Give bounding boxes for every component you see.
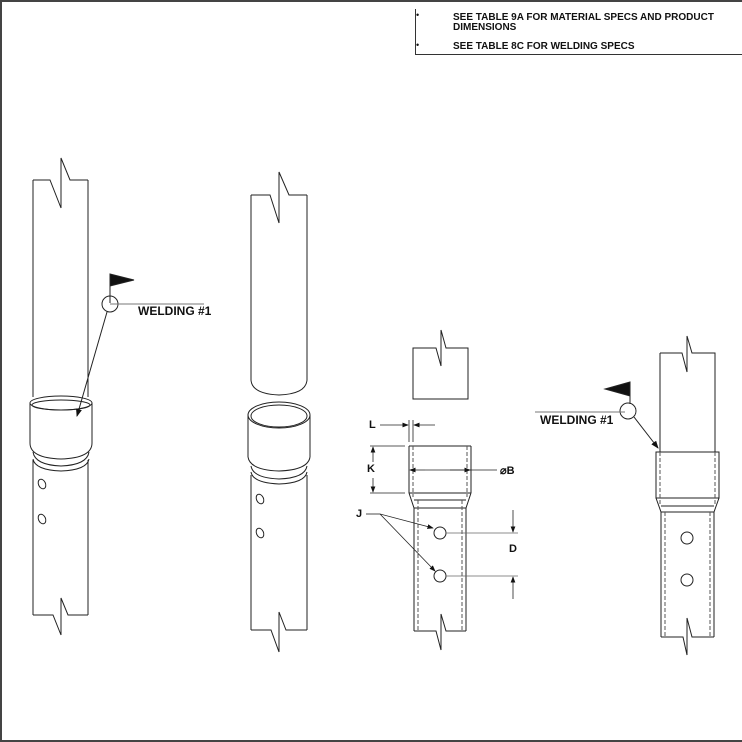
dimension-lines bbox=[366, 420, 518, 599]
welding-label-left: WELDING #1 bbox=[138, 304, 212, 318]
note-2: SEE TABLE 8C FOR WELDING SPECS bbox=[453, 41, 635, 52]
dimension-label-d: D bbox=[509, 543, 517, 555]
welding-callout-right bbox=[535, 381, 659, 449]
welding-callout-left bbox=[76, 273, 204, 417]
notes-box bbox=[415, 9, 742, 55]
exploded-post bbox=[247, 171, 311, 653]
welding-label-right: WELDING #1 bbox=[540, 413, 614, 427]
dimension-label-j: J bbox=[356, 508, 363, 520]
dimension-detail bbox=[408, 329, 472, 651]
note-bullet-1: • bbox=[416, 10, 420, 20]
welded-assembly-hidden-lines bbox=[659, 452, 716, 637]
dimension-label-l: L bbox=[369, 419, 376, 431]
dimension-label-b: ⌀B bbox=[500, 465, 515, 477]
assembled-post-left bbox=[29, 157, 93, 636]
note-bullet-2: • bbox=[416, 40, 420, 50]
note-1-line-2: DIMENSIONS bbox=[453, 22, 517, 33]
welded-assembly-right bbox=[655, 335, 720, 656]
note-1: SEE TABLE 9A FOR MATERIAL SPECS AND PROD… bbox=[453, 13, 714, 33]
note-1-line-1: SEE TABLE 9A FOR MATERIAL SPECS AND PROD… bbox=[453, 12, 714, 23]
dimension-label-k: K bbox=[367, 463, 375, 475]
